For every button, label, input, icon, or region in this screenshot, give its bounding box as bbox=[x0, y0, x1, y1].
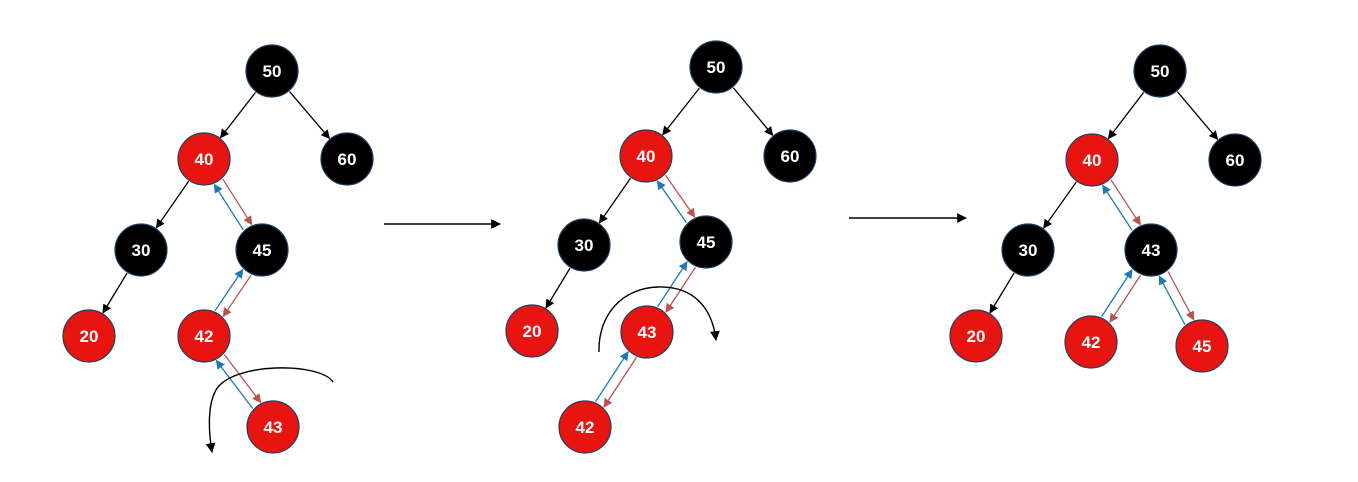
tree-node-40 bbox=[1065, 133, 1119, 187]
tree-node-43 bbox=[620, 305, 674, 359]
panel-before bbox=[102, 91, 331, 409]
rotation-indicators bbox=[205, 286, 720, 453]
tree-node-label: 20 bbox=[523, 322, 542, 341]
edge-n50-n40 bbox=[662, 87, 700, 136]
tree-node-label: 45 bbox=[1193, 337, 1212, 356]
tree-node-50 bbox=[689, 40, 743, 94]
tree-node-label: 42 bbox=[576, 418, 595, 437]
tree-node-label: 30 bbox=[575, 236, 594, 255]
tree-node-label: 45 bbox=[697, 233, 716, 252]
parent-edge-n43-n40 bbox=[1102, 184, 1133, 231]
tree-node-label: 20 bbox=[967, 327, 986, 346]
parent-edge-n43-n45 bbox=[657, 261, 688, 308]
tree-node-40 bbox=[619, 129, 673, 183]
tree-node-20 bbox=[505, 304, 559, 358]
tree-node-42 bbox=[1064, 315, 1118, 369]
edge-n50-n40 bbox=[219, 91, 257, 139]
parent-edge-n42-n45 bbox=[214, 268, 244, 312]
child-edge-n42-n43 bbox=[223, 354, 262, 404]
tree-node-label: 43 bbox=[1142, 241, 1161, 260]
tree-node-43 bbox=[1124, 223, 1178, 277]
child-edge-n40-n45 bbox=[665, 174, 696, 218]
tree-node-45 bbox=[235, 223, 289, 277]
child-edge-n40-n43 bbox=[1110, 179, 1141, 226]
child-edge-n45-n42 bbox=[222, 274, 252, 318]
child-edge-n43-n45 bbox=[1167, 271, 1195, 321]
tree-node-label: 20 bbox=[80, 327, 99, 346]
edge-n50-n60 bbox=[732, 87, 774, 136]
tree-node-label: 50 bbox=[707, 58, 726, 77]
tree-node-label: 50 bbox=[1151, 62, 1170, 81]
tree-node-50 bbox=[245, 44, 299, 98]
rotation-arrow-middle-panel bbox=[598, 286, 720, 353]
tree-node-label: 42 bbox=[195, 327, 214, 346]
edge-n50-n40 bbox=[1107, 92, 1145, 140]
tree-node-30 bbox=[1001, 223, 1055, 277]
child-edge-n43-n42 bbox=[1109, 274, 1141, 323]
tree-node-60 bbox=[1208, 133, 1262, 187]
tree-node-30 bbox=[114, 223, 168, 277]
tree-node-20 bbox=[62, 309, 116, 363]
tree-node-label: 50 bbox=[263, 62, 282, 81]
child-edge-n40-n45 bbox=[222, 178, 253, 226]
tree-node-20 bbox=[949, 309, 1003, 363]
edge-n50-n60 bbox=[289, 91, 331, 140]
edge-n40-n30 bbox=[155, 180, 190, 229]
parent-edge-n42-n43 bbox=[595, 351, 629, 403]
tree-node-label: 40 bbox=[195, 150, 214, 169]
tree-node-45 bbox=[1175, 319, 1229, 373]
tree-node-43 bbox=[246, 400, 300, 454]
tree-node-label: 30 bbox=[1019, 241, 1038, 260]
parent-edge-n45-n40 bbox=[213, 183, 244, 231]
edge-n40-n30 bbox=[1043, 181, 1077, 229]
parent-edge-n43-n42 bbox=[215, 359, 254, 409]
parent-edge-n45-n40 bbox=[656, 180, 687, 224]
tree-node-label: 60 bbox=[781, 147, 800, 166]
tree-node-42 bbox=[177, 309, 231, 363]
tree-node-30 bbox=[557, 218, 611, 272]
tree-node-label: 43 bbox=[638, 323, 657, 342]
tree-node-label: 45 bbox=[253, 241, 272, 260]
tree-node-50 bbox=[1133, 44, 1187, 98]
tree-node-label: 60 bbox=[338, 150, 357, 169]
tree-node-label: 40 bbox=[1083, 151, 1102, 170]
tree-node-label: 43 bbox=[264, 418, 283, 437]
edge-n50-n60 bbox=[1176, 91, 1219, 141]
tree-node-label: 40 bbox=[637, 147, 656, 166]
nodes-after-left-rotation: 50 40 60 30 45 20 43 42 bbox=[505, 40, 817, 454]
edge-n30-n20 bbox=[545, 267, 571, 309]
tree-node-60 bbox=[320, 132, 374, 186]
nodes-layer: 50 40 60 30 45 20 42 43 50 40 60 30 45 20 43 42 50 40 60 30… bbox=[62, 40, 1262, 454]
edge-n30-n20 bbox=[102, 272, 128, 314]
transition-arrows bbox=[384, 213, 967, 229]
tree-node-45 bbox=[679, 215, 733, 269]
tree-node-label: 60 bbox=[1226, 151, 1245, 170]
tree-node-label: 30 bbox=[132, 241, 151, 260]
panel-after-right-rotation bbox=[989, 91, 1219, 325]
edges-layer bbox=[102, 87, 1219, 409]
child-edge-n43-n42 bbox=[603, 356, 637, 408]
edge-n30-n20 bbox=[989, 272, 1015, 314]
tree-node-40 bbox=[177, 132, 231, 186]
nodes-after-right-rotation: 50 40 60 30 43 20 42 45 bbox=[949, 44, 1262, 373]
nodes-before: 50 40 60 30 45 20 42 43 bbox=[62, 44, 374, 454]
tree-node-42 bbox=[558, 400, 612, 454]
rotation-arrow-left-panel bbox=[205, 367, 334, 453]
parent-edge-n45-n43 bbox=[1158, 275, 1186, 325]
parent-edge-n42-n43 bbox=[1101, 269, 1133, 318]
tree-node-label: 42 bbox=[1082, 333, 1101, 352]
tree-node-60 bbox=[763, 129, 817, 183]
edge-n40-n30 bbox=[598, 177, 632, 224]
